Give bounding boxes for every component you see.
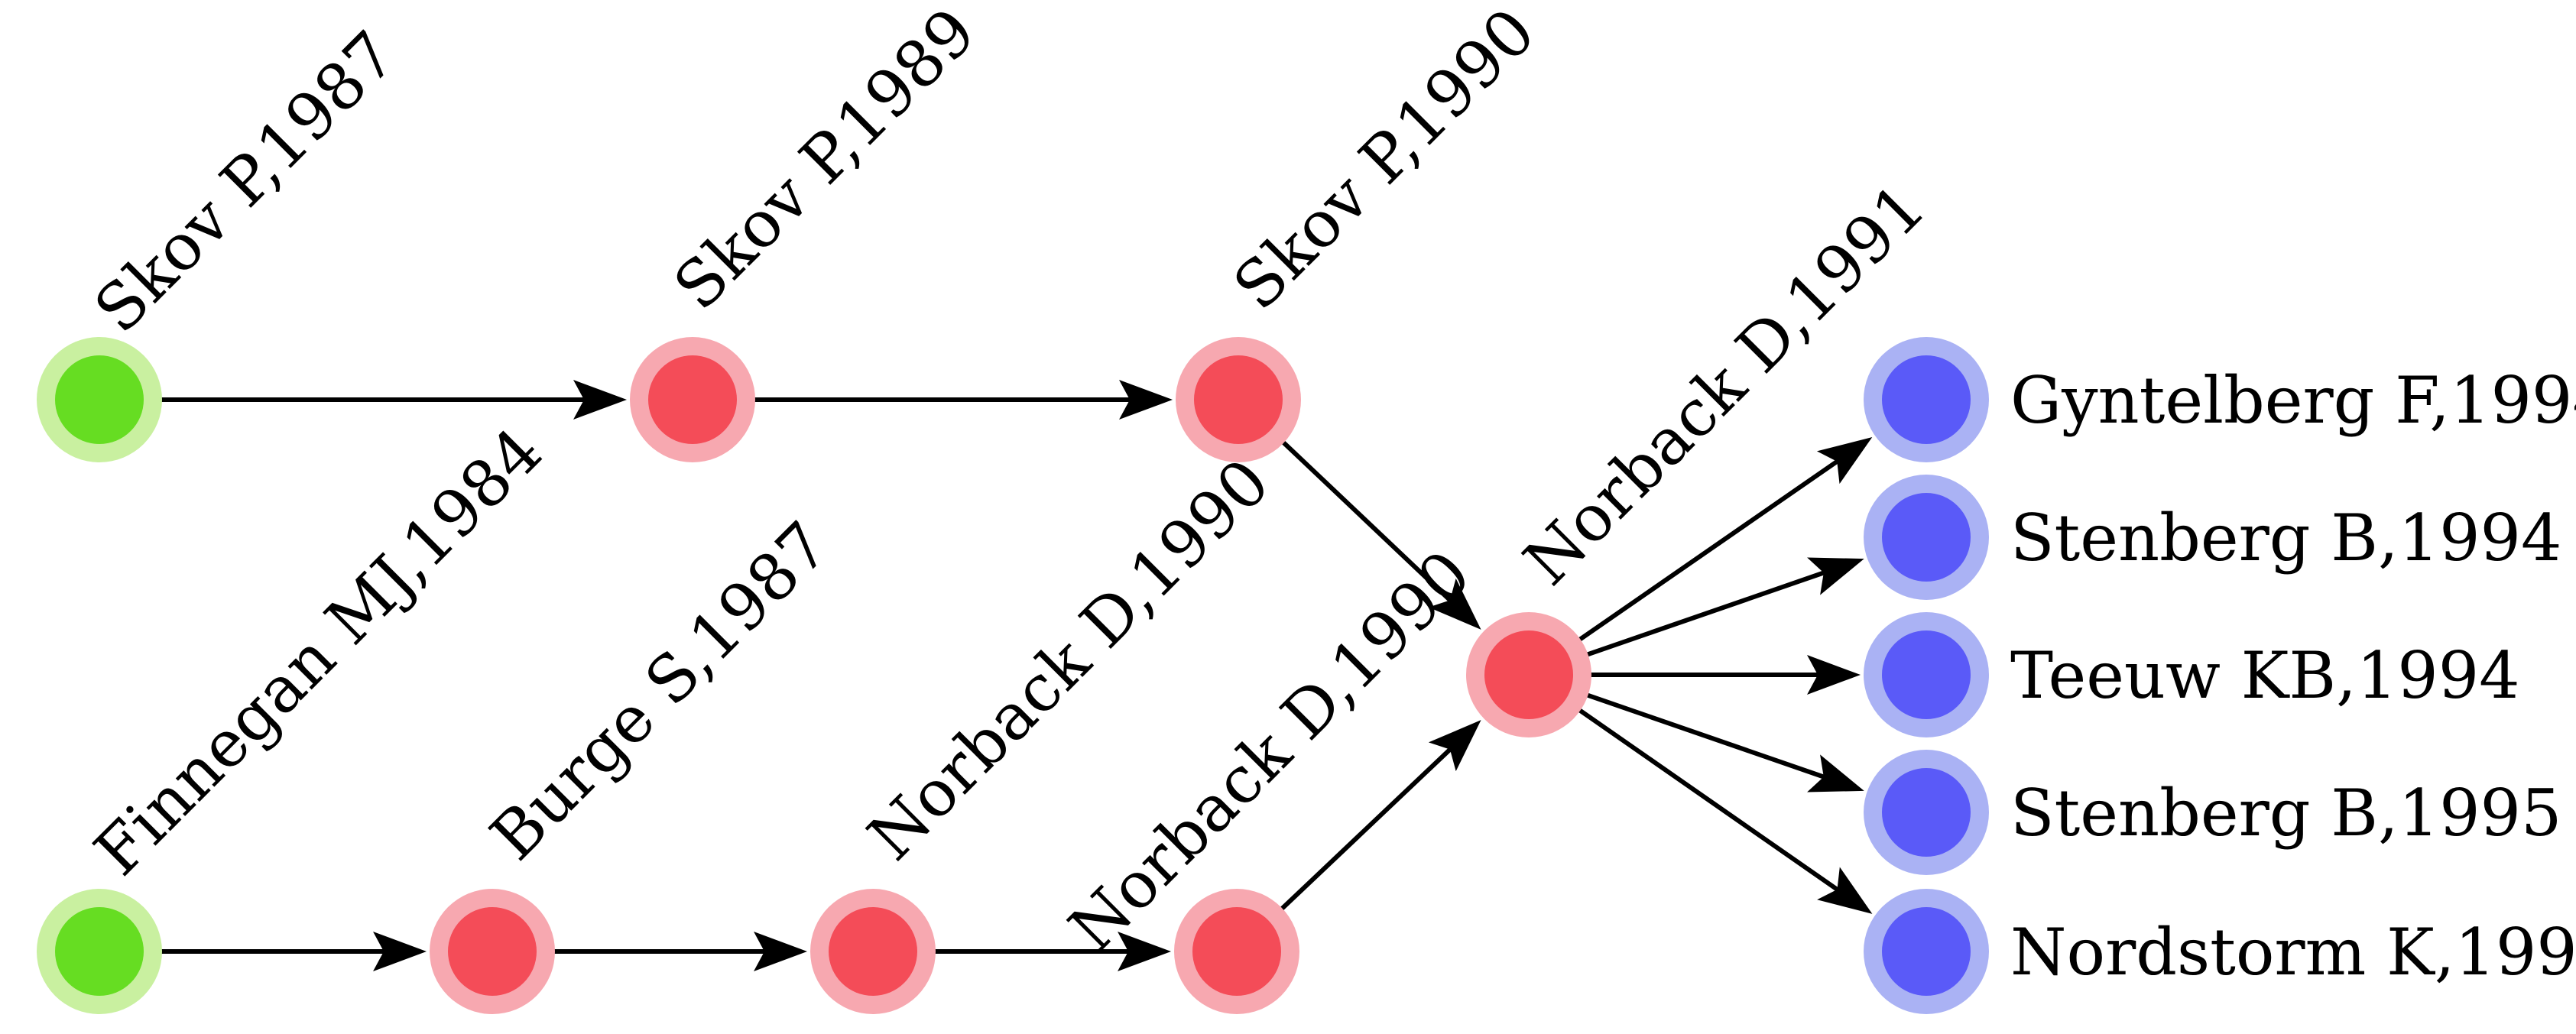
- node-core: [1192, 907, 1281, 996]
- edge-line: [1280, 744, 1455, 912]
- arrowhead-icon: [1807, 754, 1864, 793]
- arrowhead-icon: [754, 932, 807, 971]
- edge-norback1991-to-gyntelberg1994: [1578, 436, 1873, 642]
- node-label-skov1989: Skov P,1989: [660, 0, 990, 324]
- edge-skov1989-to-skov1990: [754, 380, 1173, 420]
- node-finnegan1984[interactable]: [37, 889, 162, 1014]
- node-stenberg1994[interactable]: [1864, 475, 1989, 600]
- arrowhead-icon: [1807, 655, 1861, 695]
- node-burge1987[interactable]: [430, 889, 555, 1014]
- node-norback1990b[interactable]: [1174, 889, 1299, 1014]
- edges-layer: [161, 380, 1873, 971]
- node-core: [55, 355, 144, 444]
- node-norback1991[interactable]: [1466, 612, 1591, 737]
- node-core: [55, 907, 144, 996]
- node-label-skov1987: Skov P,1987: [80, 17, 410, 347]
- node-core: [648, 355, 737, 444]
- arrowhead-icon: [1428, 578, 1481, 630]
- edge-norback1991-to-stenberg1994: [1585, 557, 1864, 657]
- node-core: [448, 907, 537, 996]
- node-core: [1882, 630, 1971, 719]
- edge-finnegan1984-to-burge1987: [161, 932, 427, 971]
- node-label-nordstorm1994: Nordstorm K,1994: [2010, 915, 2576, 990]
- arrowhead-icon: [1817, 867, 1873, 914]
- edge-line: [1585, 569, 1829, 657]
- node-label-teeuw1994: Teeuw KB,1994: [2010, 638, 2520, 713]
- node-core: [1194, 355, 1283, 444]
- node-label-gyntelberg1994: Gyntelberg F,1994: [2010, 363, 2576, 438]
- nodes-layer: [37, 337, 1989, 1014]
- edge-burge1987-to-norback1990a: [553, 932, 807, 971]
- node-core: [829, 907, 917, 996]
- arrowhead-icon: [1807, 557, 1864, 595]
- arrowhead-icon: [1428, 720, 1481, 772]
- node-core: [1882, 907, 1971, 996]
- edge-line: [1577, 708, 1843, 894]
- edge-norback1991-to-nordstorm1994: [1577, 708, 1873, 914]
- node-label-skov1990: Skov P,1990: [1219, 0, 1549, 324]
- edge-line: [1585, 692, 1829, 781]
- edge-skov1987-to-skov1989: [161, 380, 627, 420]
- node-skov1989[interactable]: [630, 337, 755, 462]
- edge-skov1990-to-norback1991: [1281, 439, 1481, 630]
- edge-norback1991-to-teeuw1994: [1590, 655, 1861, 695]
- node-core: [1484, 630, 1573, 719]
- node-stenberg1995[interactable]: [1864, 750, 1989, 875]
- node-norback1990a[interactable]: [810, 889, 936, 1014]
- node-skov1990[interactable]: [1176, 337, 1301, 462]
- edge-norback1991-to-stenberg1995: [1585, 692, 1864, 793]
- node-core: [1882, 768, 1971, 857]
- node-label-stenberg1994: Stenberg B,1994: [2010, 501, 2561, 575]
- arrowhead-icon: [1119, 380, 1173, 420]
- node-core: [1882, 493, 1971, 582]
- edge-line: [1281, 439, 1455, 605]
- arrowhead-icon: [373, 932, 427, 971]
- node-label-stenberg1995: Stenberg B,1995: [2010, 776, 2561, 851]
- arrowhead-icon: [1118, 932, 1171, 971]
- node-label-burge1987: Burge S,1987: [476, 507, 843, 874]
- node-nordstorm1994[interactable]: [1864, 889, 1989, 1014]
- edge-norback1990b-to-norback1991: [1280, 720, 1481, 912]
- node-teeuw1994[interactable]: [1864, 612, 1989, 737]
- node-skov1987[interactable]: [37, 337, 162, 462]
- node-core: [1882, 355, 1971, 444]
- arrowhead-icon: [1816, 436, 1873, 485]
- arrowhead-icon: [573, 380, 627, 420]
- node-gyntelberg1994[interactable]: [1864, 337, 1989, 462]
- edge-norback1990a-to-norback1990b: [934, 932, 1171, 971]
- edge-line: [1578, 456, 1842, 642]
